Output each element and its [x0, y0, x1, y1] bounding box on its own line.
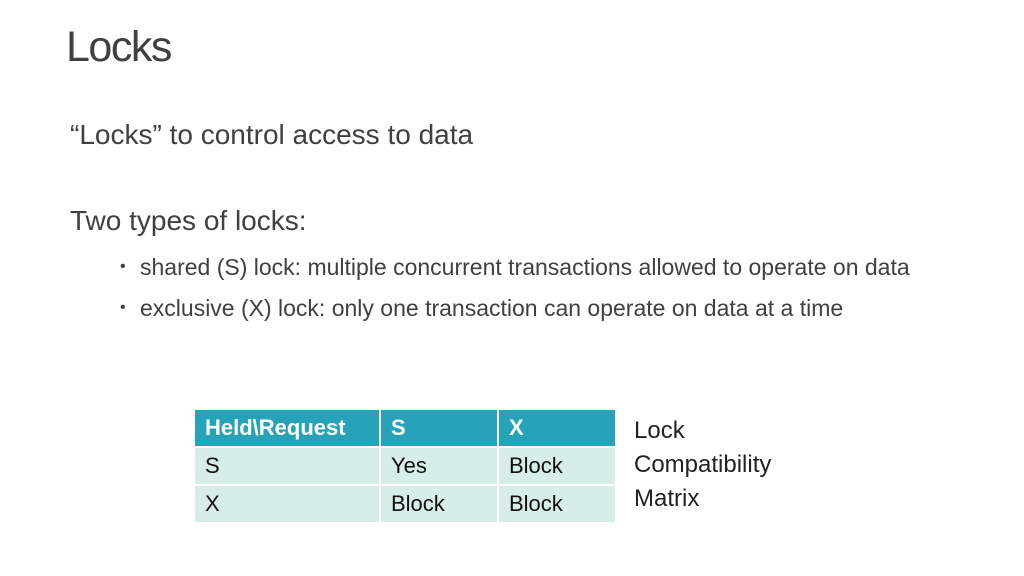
lock-compatibility-table: Held\Request S X S Yes Block X Block Blo… — [195, 410, 617, 524]
matrix-caption: Lock Compatibility Matrix — [634, 414, 834, 516]
table-header-cell: Held\Request — [195, 410, 381, 448]
matrix-caption-line: Matrix — [634, 485, 700, 512]
lock-types-list: • shared (S) lock: multiple concurrent t… — [114, 250, 1014, 332]
table-header-cell: S — [381, 410, 499, 448]
table-row: X Block Block — [195, 486, 617, 524]
slide-title: Locks — [66, 23, 172, 71]
list-item: • exclusive (X) lock: only one transacti… — [114, 291, 1014, 325]
shared-lock-description: shared (S) lock: multiple concurrent tra… — [140, 254, 910, 280]
table-cell: Yes — [381, 448, 499, 486]
exclusive-lock-description: exclusive (X) lock: only one transaction… — [140, 295, 844, 321]
matrix-caption-line: Compatibility — [634, 451, 772, 478]
table-header-row: Held\Request S X — [195, 410, 617, 448]
list-item: • shared (S) lock: multiple concurrent t… — [114, 250, 1014, 284]
table-cell: Block — [499, 486, 617, 524]
table-cell: X — [195, 486, 381, 524]
table-cell: Block — [381, 486, 499, 524]
lock-types-heading: Two types of locks: — [70, 205, 307, 236]
table-row: S Yes Block — [195, 448, 617, 486]
subtitle-text: “Locks” to control access to data — [70, 119, 474, 150]
bullet-icon: • — [120, 258, 126, 275]
matrix-caption-line: Lock — [634, 417, 685, 444]
table-header-cell: X — [499, 410, 617, 448]
table-cell: Block — [499, 448, 617, 486]
bullet-icon: • — [120, 299, 126, 316]
table-cell: S — [195, 448, 381, 486]
